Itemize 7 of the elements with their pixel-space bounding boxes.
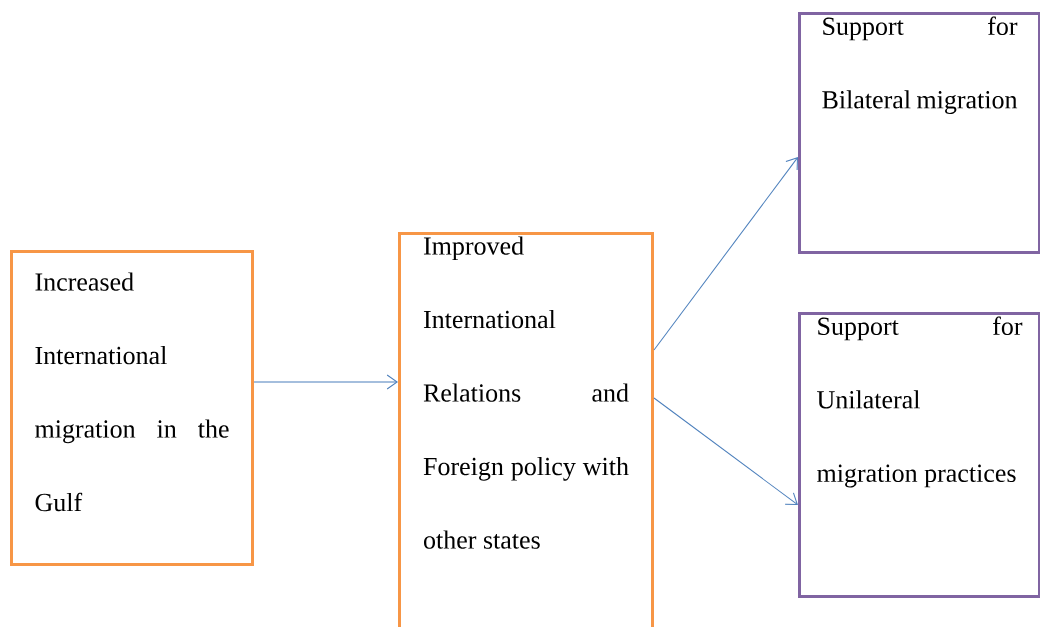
text-box: Improved International Relations and Foreign policy with other states bbox=[398, 232, 654, 627]
text-box: Support for Unilateral migration practices bbox=[798, 312, 1040, 598]
arrow bbox=[253, 374, 398, 390]
text-box: Increased International migration in the Gulf bbox=[10, 250, 254, 566]
text-box: Support for Bilateral migration bbox=[798, 12, 1040, 254]
arrow bbox=[653, 157, 798, 351]
arrow bbox=[653, 397, 798, 505]
